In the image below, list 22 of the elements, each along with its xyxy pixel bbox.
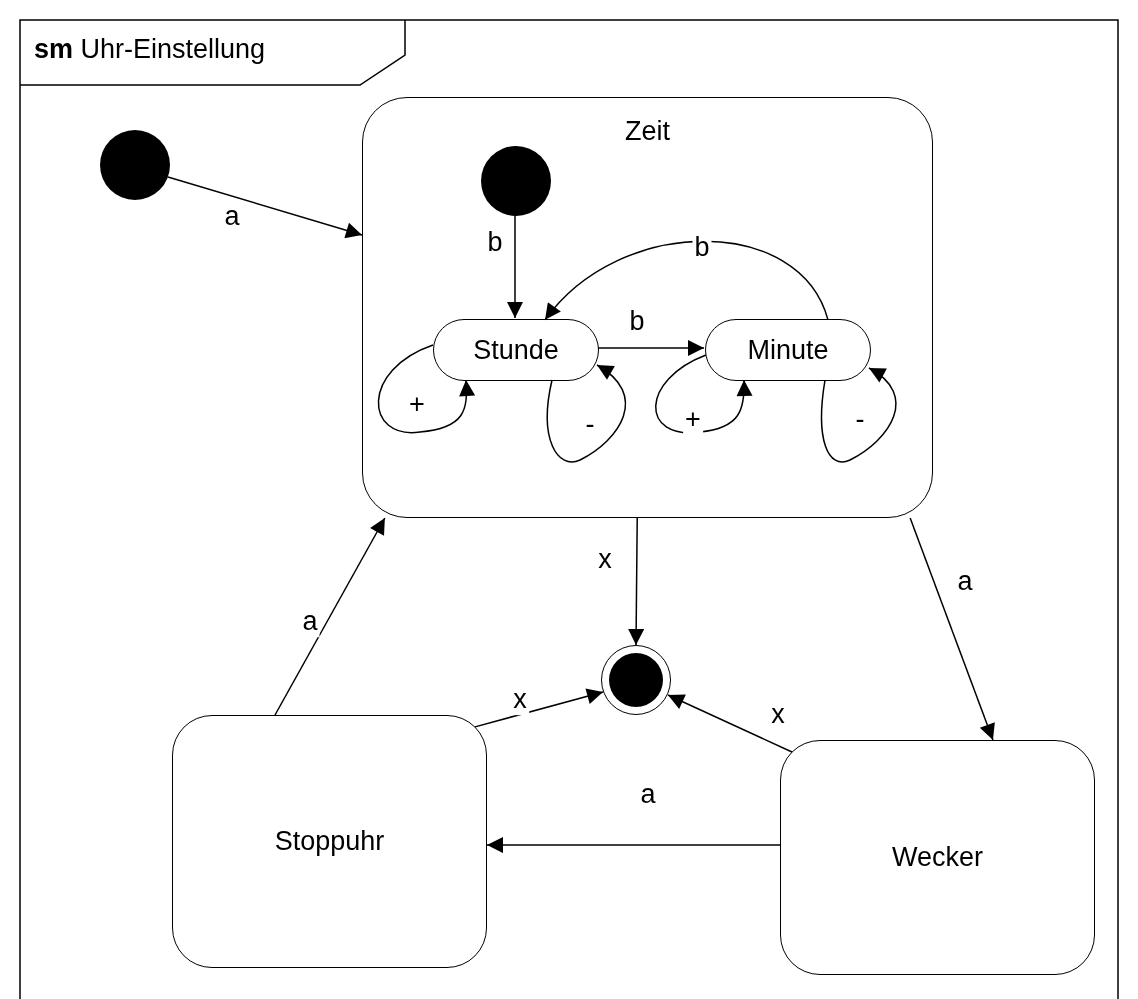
transition-arrow — [655, 354, 753, 434]
transition-arrow — [274, 517, 386, 716]
state-name: Stoppuhr — [274, 826, 385, 857]
transition-arrow — [597, 340, 705, 356]
transition-arrow — [667, 694, 793, 753]
transition-arrow — [628, 517, 645, 646]
diagram-title: sm Uhr-Einstellung — [34, 34, 266, 65]
state-name: Wecker — [892, 842, 983, 873]
state-box — [172, 715, 487, 968]
transition-arrow — [909, 517, 995, 741]
state-name: Zeit — [625, 116, 670, 147]
transition-arrow — [546, 364, 627, 463]
transition-arrow — [486, 837, 781, 854]
transition-arrow — [167, 176, 363, 239]
transition-arrow — [377, 344, 475, 434]
transition-arrow — [474, 688, 604, 728]
transition-arrow — [507, 214, 523, 319]
state-box — [780, 740, 1095, 975]
transition-arrow — [544, 240, 829, 321]
state-name: Minute — [747, 334, 829, 366]
state-name: Stunde — [473, 334, 559, 366]
transition-arrow — [820, 367, 897, 463]
